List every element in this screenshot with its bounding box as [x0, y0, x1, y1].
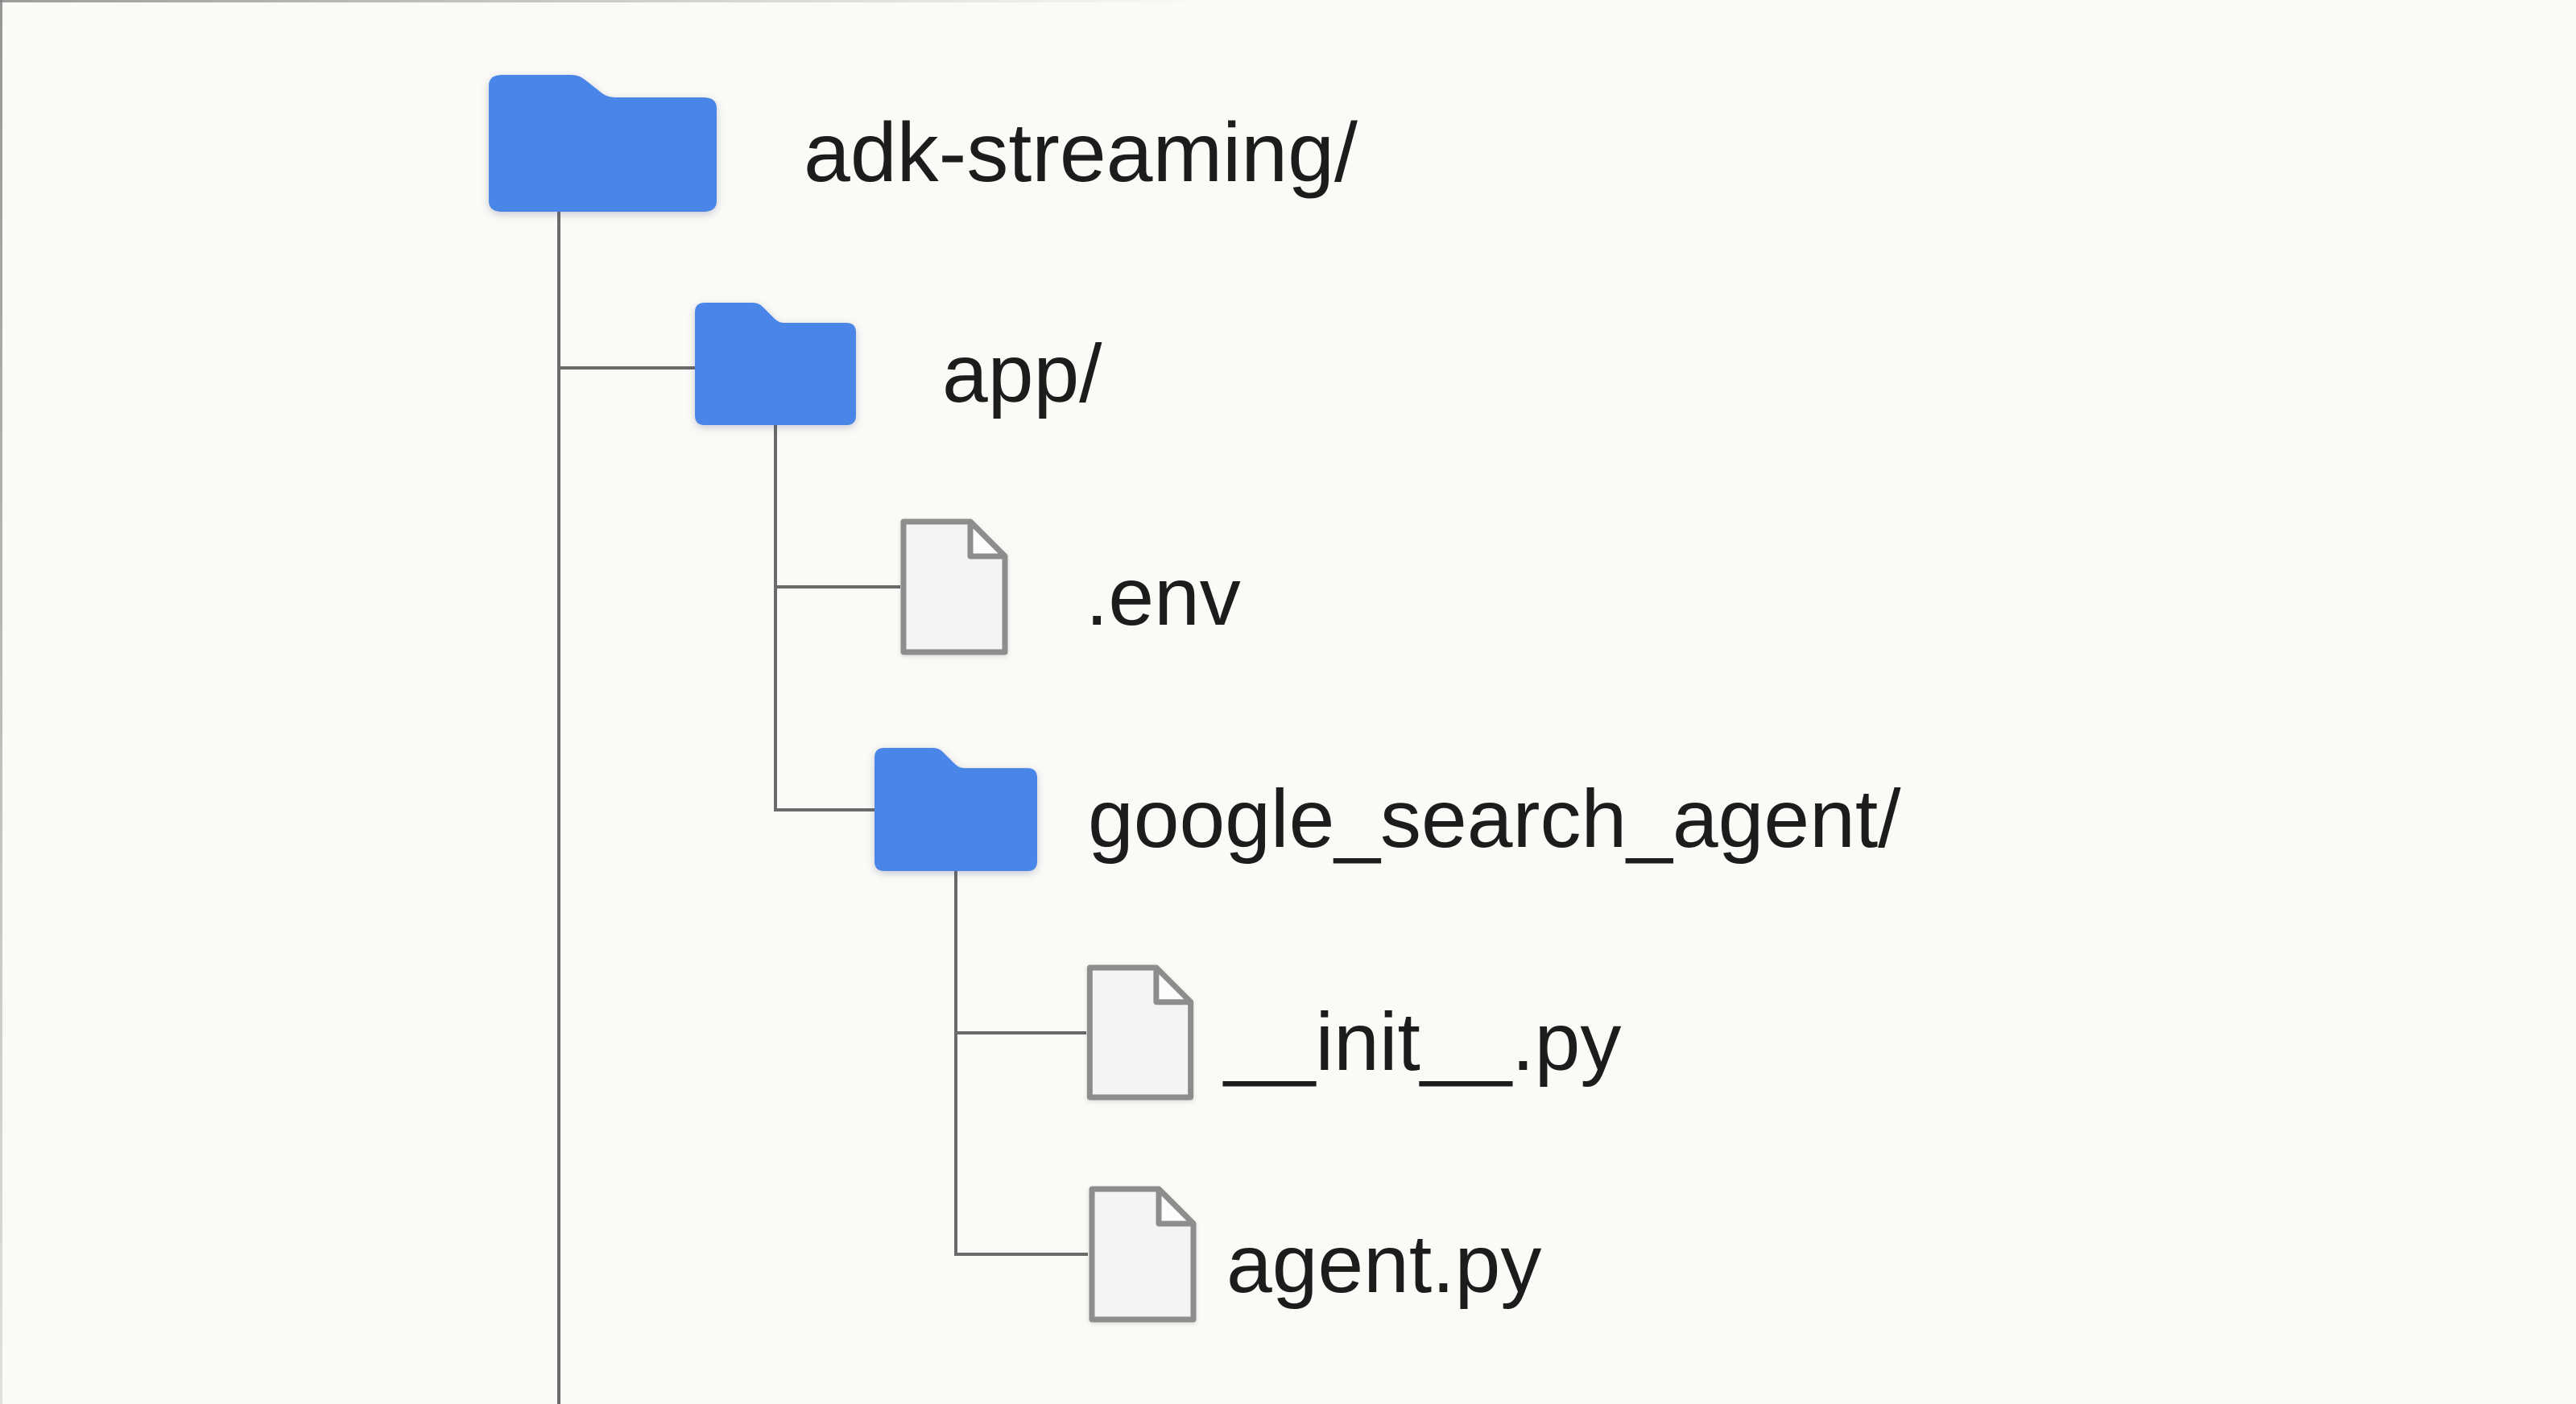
tree-node-google-search-agent: google_search_agent/ [875, 748, 1901, 871]
connector-app-vertical [774, 423, 777, 811]
frame-edge-top [0, 0, 1208, 2]
connector-trunk-vertical [557, 209, 560, 1404]
connector-google-search-agent-vertical [954, 871, 957, 1256]
folder-icon [875, 748, 1037, 871]
folder-icon [695, 303, 856, 425]
tree-node-env: .env [900, 518, 1241, 656]
file-icon [1088, 1185, 1197, 1323]
tree-node-label: google_search_agent/ [1088, 773, 1901, 865]
tree-node-adk-streaming: adk-streaming/ [489, 75, 1358, 212]
tree-node-app: app/ [695, 303, 1102, 425]
tree-node-label: app/ [942, 327, 1102, 419]
tree-node-label: adk-streaming/ [804, 105, 1358, 200]
file-icon [1086, 964, 1194, 1101]
tree-node-label: agent.py [1226, 1217, 1542, 1310]
folder-icon [489, 75, 717, 212]
tree-node-label: .env [1085, 550, 1241, 642]
tree-node-label: __init__.py [1224, 996, 1622, 1088]
frame-edge-left [0, 0, 2, 1404]
connector-branch-google-search-agent [775, 808, 875, 811]
connector-branch-env [775, 585, 900, 588]
connector-branch-init-py [956, 1031, 1086, 1034]
connector-branch-app [559, 366, 695, 370]
file-icon [900, 518, 1008, 656]
tree-node-init-py: __init__.py [1086, 964, 1621, 1101]
connector-branch-agent-py [956, 1253, 1088, 1256]
tree-node-agent-py: agent.py [1088, 1185, 1541, 1323]
